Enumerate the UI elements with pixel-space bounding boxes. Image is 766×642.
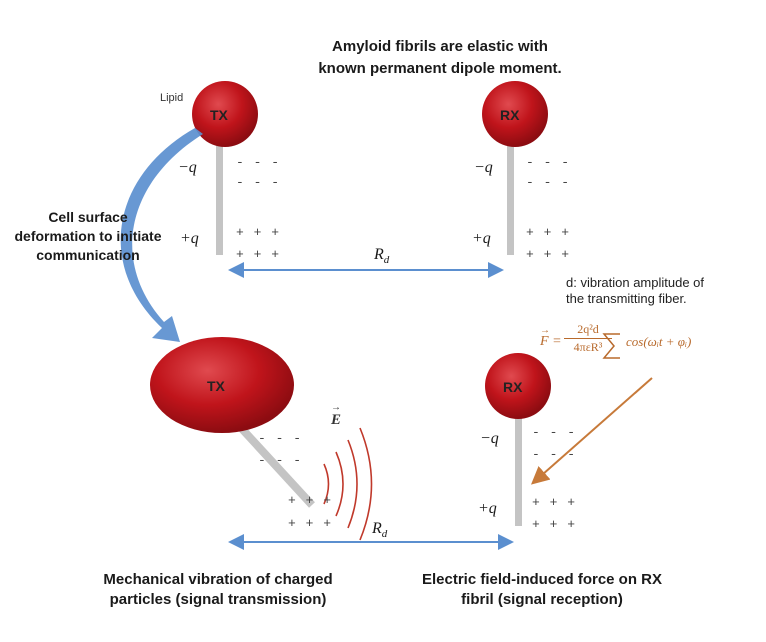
distance-label-top-main: R — [374, 246, 384, 263]
rx-top-minus-signs-1: - - - — [526, 155, 571, 170]
bottom-left-caption-line-2: particles (signal transmission) — [109, 591, 327, 609]
left-caption-line-2: deformation to initiate — [14, 227, 162, 244]
rx-top-plus-signs-2: + + + — [526, 247, 571, 262]
left-caption-line-3: communication — [36, 246, 140, 263]
vibration-note-line-1: d: vibration amplitude of — [566, 275, 705, 290]
distance-label-bottom-sub: d — [381, 528, 388, 541]
top-caption-line-1: Amyloid fibrils are elastic with — [332, 38, 548, 55]
formula-denominator: 4πεR³ — [573, 340, 603, 354]
field-label-text: E — [331, 412, 342, 428]
formula-lhs-symbol: F — [540, 334, 549, 349]
tx-cell-top — [192, 81, 258, 147]
bottom-right-caption: Electric field-induced force on RX fibri… — [392, 570, 692, 611]
force-formula: F→ = 2q²d 4πεR³ cos(ωᵢt + φᵢ) — [540, 322, 760, 366]
tx-top-minus-q: −q — [178, 159, 197, 176]
rx-bottom-plus-signs-2: + + + — [532, 517, 577, 532]
distance-label-top-sub: d — [383, 254, 390, 267]
rx-top-plus-signs-1: + + + — [526, 225, 571, 240]
distance-label-bottom: Rd — [372, 520, 387, 540]
rx-bottom-minus-signs-2: - - - — [532, 447, 577, 462]
left-caption-line-1: Cell surface — [48, 209, 128, 225]
vibration-note-line-2: the transmitting fiber. — [566, 291, 687, 307]
field-wave-3 — [347, 439, 358, 529]
tx-fibril-top — [216, 140, 223, 255]
rx-bottom-minus-signs-1: - - - — [532, 425, 577, 440]
tx-bottom-plus-signs-2: + + + — [288, 516, 333, 531]
tx-top-plus-signs-2: + + + — [236, 247, 281, 262]
tx-top-minus-signs-2: - - - — [236, 175, 281, 190]
bottom-right-caption-line-1: Electric field-induced force on RX — [421, 571, 663, 588]
rx-label-top: RX — [500, 107, 520, 123]
sum-symbol — [602, 333, 620, 359]
tx-label-bottom: TX — [207, 378, 225, 394]
rx-top-minus-signs-2: - - - — [526, 175, 571, 190]
formula-lhs: F→ = — [540, 325, 562, 349]
rx-fibril-top — [507, 140, 514, 255]
lipid-label: Lipid — [160, 92, 184, 104]
field-label: E→ — [331, 402, 342, 428]
vibration-note: d: vibration amplitude of the transmitti… — [566, 275, 762, 308]
rx-cell-top — [482, 81, 548, 147]
rx-bottom-minus-q: −q — [480, 430, 499, 447]
distance-label-bottom-main: R — [372, 520, 382, 537]
tx-label-top: TX — [210, 107, 228, 123]
force-arrow — [530, 377, 653, 485]
rx-top-minus-q: −q — [474, 159, 493, 176]
rx-fibril-bottom — [515, 400, 522, 526]
bottom-right-caption-line-2: fibril (signal reception) — [461, 591, 623, 609]
rx-cell-bottom — [485, 353, 551, 419]
tx-fibril-bottom — [229, 415, 315, 508]
tx-top-plus-signs-1: + + + — [236, 225, 281, 240]
rx-bottom-plus-signs-1: + + + — [532, 495, 577, 510]
tx-bottom-minus-signs-1: - - - — [258, 431, 303, 446]
rx-bottom-plus-q: +q — [478, 500, 497, 517]
tx-top-plus-q: +q — [180, 230, 199, 247]
field-wave-2 — [335, 451, 344, 517]
tx-bottom-plus-signs-1: + + + — [288, 493, 333, 508]
top-caption-line-2: known permanent dipole moment. — [318, 59, 562, 77]
deformation-arrow — [120, 128, 203, 342]
tx-bottom-minus-signs-2: - - - — [258, 453, 303, 468]
field-wave-1 — [323, 463, 330, 505]
bottom-left-caption-line-1: Mechanical vibration of charged — [103, 571, 333, 588]
left-caption: Cell surface deformation to initiate com… — [0, 208, 176, 265]
distance-label-top: Rd — [374, 246, 389, 266]
field-wave-4 — [359, 427, 373, 541]
formula-term: cos(ωᵢt + φᵢ) — [626, 334, 692, 349]
bottom-left-caption: Mechanical vibration of charged particle… — [62, 570, 374, 611]
formula-numerator: 2q²d — [564, 322, 612, 339]
rx-label-bottom: RX — [503, 379, 523, 395]
formula-fraction: 2q²d 4πεR³ — [564, 322, 612, 355]
tx-cell-bottom — [150, 337, 294, 433]
rx-top-plus-q: +q — [472, 230, 491, 247]
top-caption: Amyloid fibrils are elastic with known p… — [240, 36, 640, 80]
tx-top-minus-signs-1: - - - — [236, 155, 281, 170]
